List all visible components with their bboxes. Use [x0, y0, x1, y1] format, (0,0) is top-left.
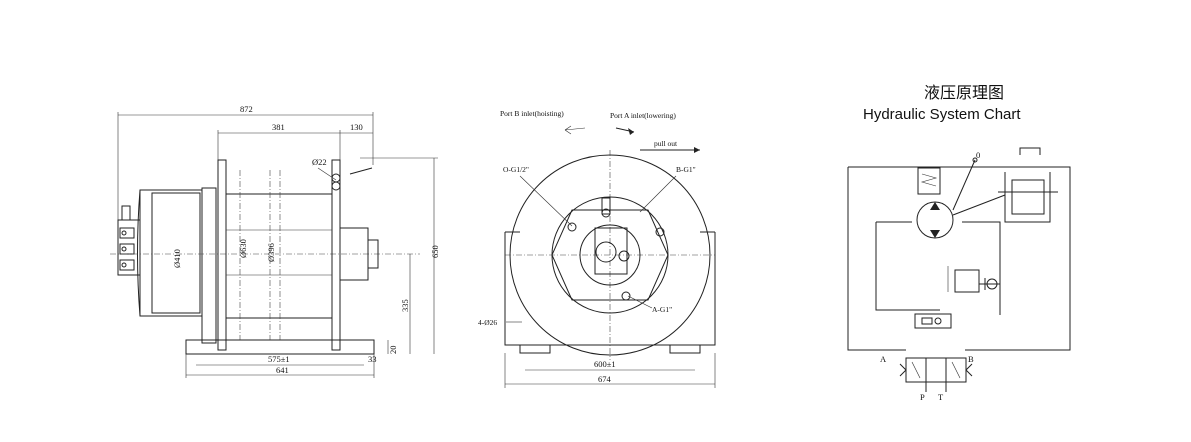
- dim-base-end: 33: [368, 354, 377, 364]
- arrow-hoisting-icon: [564, 125, 586, 135]
- label-zero: 0: [976, 150, 980, 160]
- counterbalance-valve-icon: [954, 269, 980, 293]
- brake-icon: [914, 313, 952, 329]
- label-port-a: Port A inlet(lowering): [610, 111, 676, 120]
- label-mount-holes: 4-Ø26: [478, 318, 497, 327]
- label-a: A: [880, 354, 887, 364]
- label-t: T: [938, 392, 944, 402]
- label-pull-out: pull out: [654, 139, 678, 148]
- dim-base-length: 575±1: [268, 354, 290, 364]
- dim-drum-length: 381: [272, 122, 285, 132]
- cylinder-icon: [1004, 172, 1051, 223]
- label-b: B: [968, 354, 974, 364]
- hydraulic-title-en: Hydraulic System Chart: [863, 106, 1021, 123]
- dim-base-width: 674: [598, 374, 612, 384]
- directional-valve-icon: [905, 357, 967, 383]
- dim-rope-dia: Ø22: [312, 157, 327, 167]
- hydraulic-chart: 液压原理图 Hydraulic System Chart 0: [847, 83, 1071, 402]
- dim-motor-dia: Ø410: [172, 249, 182, 268]
- label-o-port: O-G1/2": [503, 165, 529, 174]
- relief-valve-icon: [917, 167, 941, 195]
- label-p: P: [920, 392, 925, 402]
- front-view: Port B inlet(hoisting) Port A inlet(lowe…: [478, 109, 716, 388]
- dim-total-length: 872: [240, 104, 253, 114]
- dim-base-total: 641: [276, 365, 289, 375]
- check-valve-icon: [986, 278, 998, 290]
- dim-flange-dia: Ø630: [238, 239, 248, 258]
- hydraulic-title-cn: 液压原理图: [924, 83, 1004, 102]
- dim-height: 650: [430, 245, 440, 258]
- dim-center-height: 335: [400, 299, 410, 312]
- label-port-b: Port B inlet(hoisting): [500, 109, 564, 118]
- label-a-port: A-G1": [652, 305, 672, 314]
- dim-flange-offset: 130: [350, 122, 363, 132]
- dim-hole-spacing: 600±1: [594, 359, 616, 369]
- label-b-port: B-G1": [676, 165, 696, 174]
- side-view: 872 381 130 Ø22: [110, 104, 440, 378]
- dim-base-thickness: 20: [388, 346, 398, 355]
- dim-drum-dia: Ø396: [266, 243, 276, 262]
